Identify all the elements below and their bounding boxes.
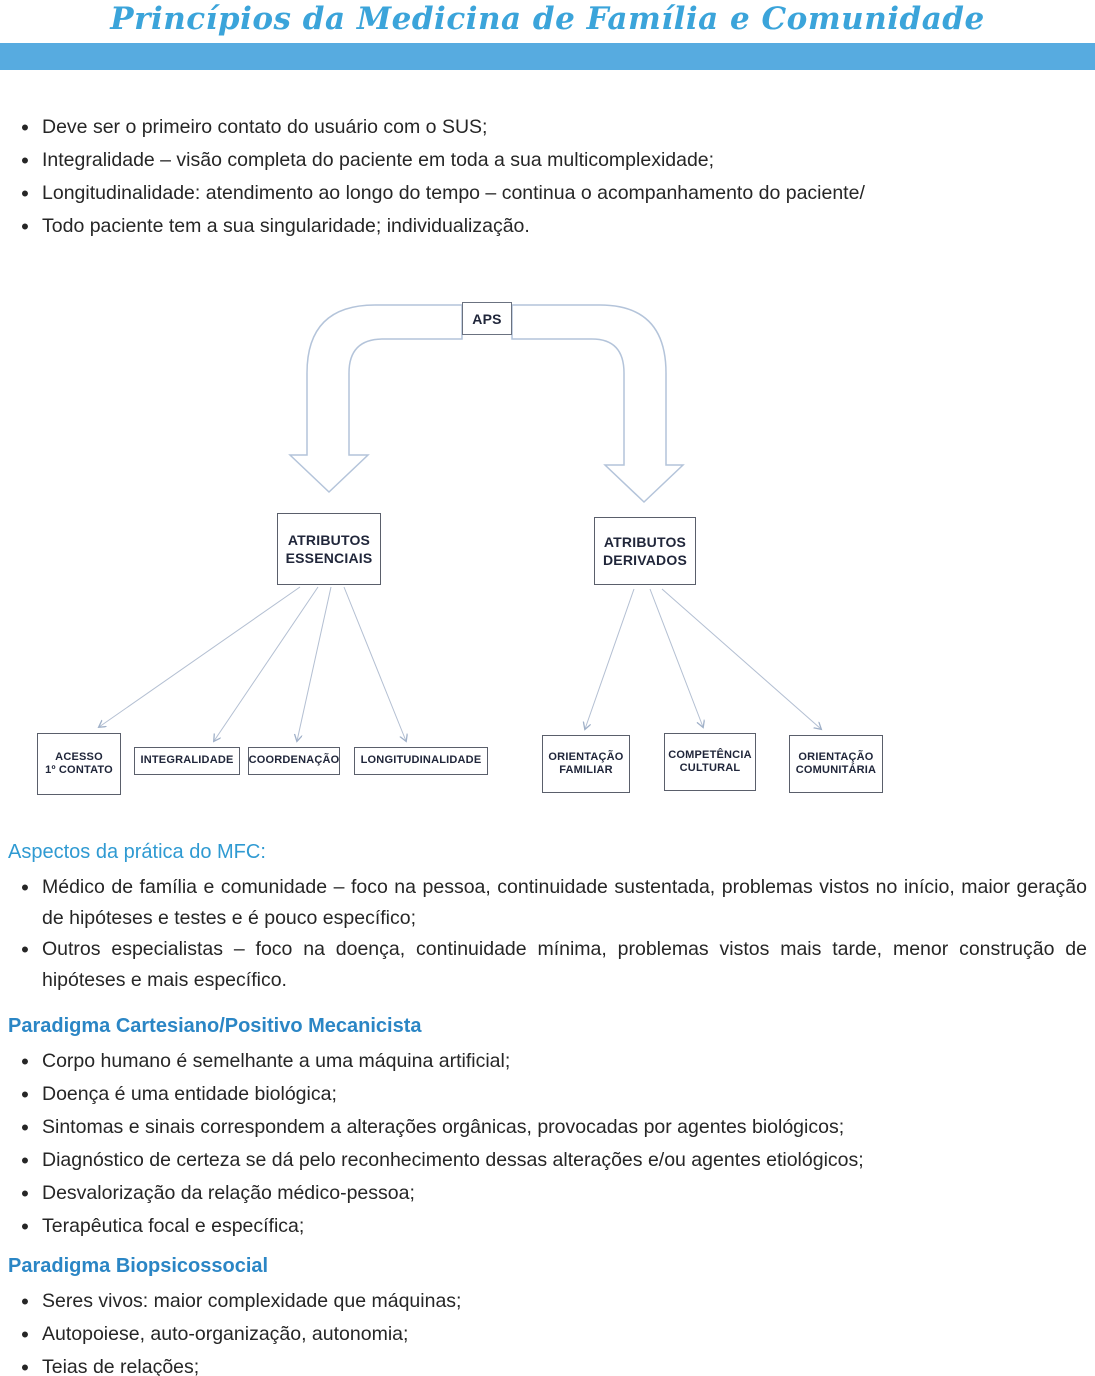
bullet-dot bbox=[8, 1211, 42, 1244]
list-item: Diagnóstico de certeza se dá pelo reconh… bbox=[8, 1145, 1087, 1178]
bullet-text: Autopoiese, auto-organização, autonomia; bbox=[42, 1323, 409, 1345]
intro-bullet-list: Deve ser o primeiro contato do usuário c… bbox=[8, 112, 1087, 244]
list-item: Todo paciente tem a sua singularidade; i… bbox=[8, 211, 1087, 244]
bullet-dot bbox=[8, 1286, 42, 1319]
list-item: Doença é uma entidade biológica; bbox=[8, 1079, 1087, 1112]
bullet-text: Desvalorização da relação médico-pessoa; bbox=[42, 1182, 415, 1204]
bullet-text: Teias de relações; bbox=[42, 1356, 200, 1376]
bullet-text: Deve ser o primeiro contato do usuário c… bbox=[42, 116, 488, 138]
node-label-line: ORIENTAÇÃO bbox=[798, 750, 874, 763]
section-paradigma-biopsicossocial: Paradigma Biopsicossocial Seres vivos: m… bbox=[8, 1252, 1087, 1376]
list-item: Integralidade – visão completa do pacien… bbox=[8, 145, 1087, 178]
node-label-line: CULTURAL bbox=[679, 762, 741, 774]
section-heading: Paradigma Biopsicossocial bbox=[8, 1255, 269, 1277]
node-label-line: COMPETÊNCIA bbox=[668, 748, 752, 761]
block-arrow-right bbox=[511, 304, 685, 504]
node-label-line: ATRIBUTOS bbox=[603, 534, 687, 550]
list-item: Corpo humano é semelhante a uma máquina … bbox=[8, 1046, 1087, 1079]
bullet-text: Seres vivos: maior complexidade que máqu… bbox=[42, 1290, 462, 1312]
section-aspectos-mfc: Aspectos da prática do MFC: Médico de fa… bbox=[8, 838, 1087, 996]
bullet-dot bbox=[8, 1178, 42, 1211]
diagram-node-orientacao-comunitaria: ORIENTAÇÃO COMUNITÁRIA bbox=[789, 735, 883, 793]
bullet-dot bbox=[8, 872, 42, 905]
diagram-node-orientacao-familiar: ORIENTAÇÃO FAMILIAR bbox=[542, 735, 630, 793]
bullet-dot bbox=[8, 112, 42, 145]
arrow-to-integralidade bbox=[214, 586, 319, 741]
bullet-dot bbox=[8, 178, 42, 211]
bullet-text: Longitudinalidade: atendimento ao longo … bbox=[42, 182, 865, 204]
node-label-line: COMUNITÁRIA bbox=[795, 764, 877, 776]
list-item: Médico de família e comunidade – foco na… bbox=[8, 872, 1087, 934]
aps-attributes-diagram: APS ATRIBUTOS ESSENCIAIS ATRIBUTOS DERIV… bbox=[0, 285, 1095, 815]
bullet-dot bbox=[8, 1145, 42, 1178]
title-divider-bar bbox=[0, 43, 1095, 70]
arrow-to-coordenacao bbox=[297, 586, 332, 741]
arrow-to-orientacao-familiar bbox=[585, 588, 635, 729]
bullet-text: Todo paciente tem a sua singularidade; i… bbox=[42, 215, 530, 237]
node-label-line: 1º CONTATO bbox=[45, 764, 113, 776]
section-bullet-list: Corpo humano é semelhante a uma máquina … bbox=[8, 1046, 1087, 1244]
arrow-to-orientacao-comunitaria bbox=[661, 588, 821, 729]
bullet-dot bbox=[8, 211, 42, 244]
list-item: Seres vivos: maior complexidade que máqu… bbox=[8, 1286, 1087, 1319]
bullet-text: Terapêutica focal e específica; bbox=[42, 1215, 305, 1237]
list-item: Desvalorização da relação médico-pessoa; bbox=[8, 1178, 1087, 1211]
list-item: Longitudinalidade: atendimento ao longo … bbox=[8, 178, 1087, 211]
bullet-dot bbox=[8, 1319, 42, 1352]
list-item: Autopoiese, auto-organização, autonomia; bbox=[8, 1319, 1087, 1352]
node-label-line: ATRIBUTOS bbox=[287, 532, 371, 548]
bullet-text: Médico de família e comunidade – foco na… bbox=[42, 876, 1087, 929]
section-bullet-list: Seres vivos: maior complexidade que máqu… bbox=[8, 1286, 1087, 1376]
page-title: Princípios da Medicina de Família e Comu… bbox=[110, 1, 985, 37]
section-paradigma-cartesiano: Paradigma Cartesiano/Positivo Mecanicist… bbox=[8, 1012, 1087, 1244]
arrow-to-longitudinalidade bbox=[343, 586, 406, 741]
bullet-text: Sintomas e sinais correspondem a alteraç… bbox=[42, 1116, 845, 1138]
diagram-node-competencia-cultural: COMPETÊNCIA CULTURAL bbox=[664, 733, 756, 791]
bullet-text: Doença é uma entidade biológica; bbox=[42, 1083, 337, 1105]
diagram-node-atributos-essenciais: ATRIBUTOS ESSENCIAIS bbox=[277, 513, 381, 585]
block-arrow-left bbox=[288, 304, 463, 494]
node-label-line: INTEGRALIDADE bbox=[140, 754, 234, 767]
bullet-dot bbox=[8, 1352, 42, 1376]
node-label: APS bbox=[472, 310, 502, 327]
diagram-node-longitudinalidade: LONGITUDINALIDADE bbox=[354, 747, 488, 775]
bullet-dot bbox=[8, 145, 42, 178]
list-item: Sintomas e sinais correspondem a alteraç… bbox=[8, 1112, 1087, 1145]
arrow-to-acesso bbox=[99, 586, 301, 727]
diagram-node-atributos-derivados: ATRIBUTOS DERIVADOS bbox=[594, 517, 696, 585]
arrow-to-competencia-cultural bbox=[649, 588, 703, 727]
section-heading: Paradigma Cartesiano/Positivo Mecanicist… bbox=[8, 1015, 422, 1037]
bullet-text: Outros especialistas – foco na doença, c… bbox=[42, 938, 1087, 991]
diagram-node-aps: APS bbox=[462, 302, 512, 335]
list-item: Outros especialistas – foco na doença, c… bbox=[8, 934, 1087, 996]
bullet-dot bbox=[8, 1079, 42, 1112]
bullet-text: Diagnóstico de certeza se dá pelo reconh… bbox=[42, 1149, 864, 1171]
section-bullet-list: Médico de família e comunidade – foco na… bbox=[8, 872, 1087, 996]
node-label-line: ORIENTAÇÃO bbox=[548, 750, 624, 763]
node-label-line: DERIVADOS bbox=[603, 552, 687, 568]
diagram-node-coordenacao: COORDENAÇÃO bbox=[248, 747, 340, 775]
diagram-node-integralidade: INTEGRALIDADE bbox=[134, 747, 240, 775]
bullet-dot bbox=[8, 934, 42, 967]
bullet-text: Integralidade – visão completa do pacien… bbox=[42, 149, 715, 171]
node-label-line: COORDENAÇÃO bbox=[248, 754, 340, 767]
node-label-line: LONGITUDINALIDADE bbox=[360, 754, 482, 767]
node-label-line: ESSENCIAIS bbox=[285, 550, 373, 566]
list-item: Teias de relações; bbox=[8, 1352, 1087, 1376]
bullet-dot bbox=[8, 1112, 42, 1145]
diagram-node-acesso-1-contato: ACESSO 1º CONTATO bbox=[37, 733, 121, 795]
list-item: Deve ser o primeiro contato do usuário c… bbox=[8, 112, 1087, 145]
list-item: Terapêutica focal e específica; bbox=[8, 1211, 1087, 1244]
node-label-line: ACESSO bbox=[55, 750, 103, 763]
node-label-line: FAMILIAR bbox=[559, 764, 613, 776]
section-heading: Aspectos da prática do MFC: bbox=[8, 841, 266, 863]
bullet-dot bbox=[8, 1046, 42, 1079]
bullet-text: Corpo humano é semelhante a uma máquina … bbox=[42, 1050, 511, 1072]
diagram-arrows bbox=[0, 304, 1095, 815]
